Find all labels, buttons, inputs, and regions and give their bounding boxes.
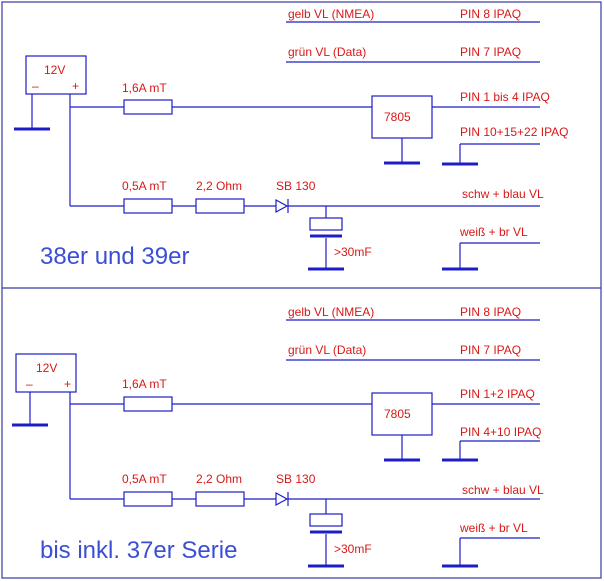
battery-plus: + xyxy=(72,79,79,93)
pin-nmea-label: PIN 8 IPAQ xyxy=(460,305,521,319)
resistor-label: 2,2 Ohm xyxy=(196,179,242,193)
pin-data-label: PIN 7 IPAQ xyxy=(460,45,521,59)
fuse-1-label: 1,6A mT xyxy=(122,81,167,95)
diode xyxy=(275,491,289,507)
nmea-label: gelb VL (NMEA) xyxy=(288,7,374,21)
panel-title: bis inkl. 37er Serie xyxy=(40,537,237,564)
regulator-label: 7805 xyxy=(384,110,411,124)
battery-minus: – xyxy=(32,79,39,93)
nmea-label: gelb VL (NMEA) xyxy=(288,305,374,319)
panel-2: 12V – + 1,6A mT 7805 0,5A mT 2,2 Ohm SB … xyxy=(12,305,544,568)
battery-plus: + xyxy=(64,377,71,391)
fuse-1 xyxy=(123,99,173,115)
capacitor xyxy=(309,513,343,527)
fuse-2-label: 0,5A mT xyxy=(122,472,167,486)
pin-gnd-label: PIN 10+15+22 IPAQ xyxy=(460,125,569,139)
resistor xyxy=(195,198,245,214)
capacitor xyxy=(309,217,343,231)
fuse-1 xyxy=(123,396,173,412)
capacitor-label: >30mF xyxy=(334,245,372,259)
fuse-2-label: 0,5A mT xyxy=(122,179,167,193)
data-label: grün VL (Data) xyxy=(288,343,366,357)
plus-out-label: schw + blau VL xyxy=(462,483,544,497)
resistor-label: 2,2 Ohm xyxy=(196,472,242,486)
panel-1: 12V – + 1,6A mT 7805 0,5A mT 2,2 Ohm SB … xyxy=(14,7,569,271)
fuse-1-label: 1,6A mT xyxy=(122,377,167,391)
regulator-label: 7805 xyxy=(384,407,411,421)
pin-5v-label: PIN 1 bis 4 IPAQ xyxy=(460,90,550,104)
pin-5v-label: PIN 1+2 IPAQ xyxy=(460,387,535,401)
battery-label: 12V xyxy=(36,361,57,375)
fuse-2 xyxy=(123,198,173,214)
pin-nmea-label: PIN 8 IPAQ xyxy=(460,7,521,21)
battery-box xyxy=(25,55,87,95)
capacitor-label: >30mF xyxy=(334,542,372,556)
gnd-out-label: weiß + br VL xyxy=(459,521,528,535)
diode-label: SB 130 xyxy=(276,472,316,486)
battery-minus: – xyxy=(26,377,33,391)
battery-label: 12V xyxy=(44,63,65,77)
battery-box xyxy=(15,353,77,393)
pin-gnd-label: PIN 4+10 IPAQ xyxy=(460,425,542,439)
resistor xyxy=(195,491,245,507)
diode-label: SB 130 xyxy=(276,179,316,193)
plus-out-label: schw + blau VL xyxy=(462,187,544,201)
fuse-2 xyxy=(123,491,173,507)
pin-data-label: PIN 7 IPAQ xyxy=(460,343,521,357)
diode xyxy=(275,198,289,214)
gnd-out-label: weiß + br VL xyxy=(459,225,528,239)
panel-title: 38er und 39er xyxy=(40,243,189,270)
data-label: grün VL (Data) xyxy=(288,45,366,59)
